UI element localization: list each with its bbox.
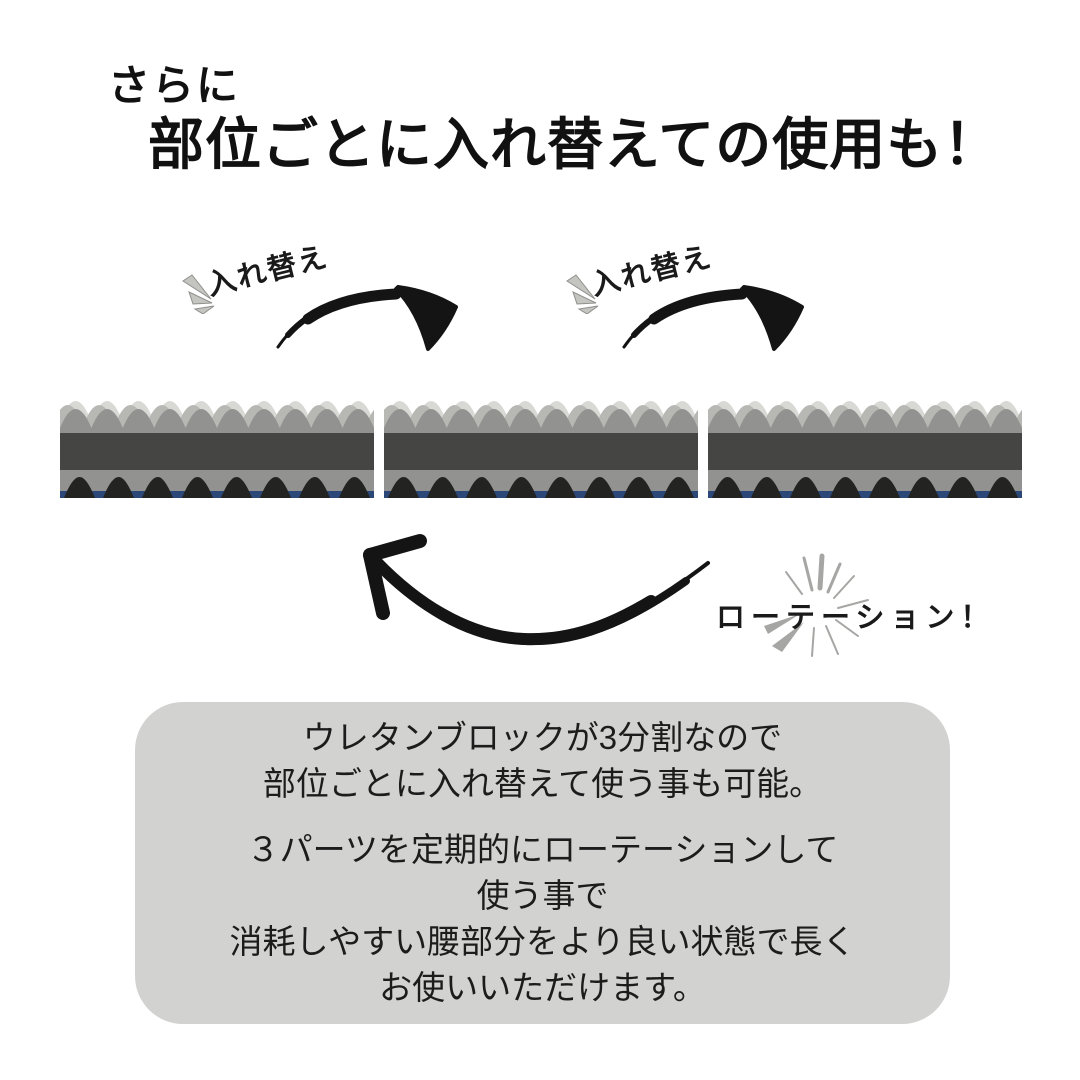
info-line: ３パーツを定期的にローテーションして — [246, 831, 839, 868]
burst-rays-icon — [182, 274, 215, 314]
mattress-block-photo-1 — [60, 391, 374, 499]
header-eyebrow: さらに — [108, 62, 241, 109]
swap-arrow-icon — [622, 285, 804, 351]
rotation-arrow-icon — [363, 534, 710, 646]
starburst-icon — [764, 553, 869, 657]
info-line: 消耗しやすい腰部分をより良い状態で長く — [229, 923, 856, 960]
swap-arrow-icon — [276, 285, 458, 351]
mattress-foam-illustration — [708, 401, 1022, 498]
info-line: お使いいただけます。 — [379, 969, 706, 1006]
page-title: 部位ごとに入れ替えての使用も！ — [148, 113, 1001, 176]
info-line: 部位ごとに入れ替えて使う事も可能。 — [262, 765, 823, 802]
info-line: 使う事で — [476, 877, 609, 914]
info-paragraph-1: ウレタンブロックが3分割なので 部位ごとに入れ替えて使う事も可能。 — [263, 715, 822, 807]
info-paragraph-2: ３パーツを定期的にローテーションして 使う事で 消耗しやすい腰部分をより良い状態… — [229, 827, 855, 1011]
mattress-foam-illustration — [384, 401, 698, 498]
rotation-label: ローテーション！ — [716, 602, 996, 634]
mattress-foam-illustration — [60, 401, 374, 498]
info-line: ウレタンブロックが3分割なので — [302, 719, 783, 756]
mattress-block-photo-3 — [708, 391, 1022, 499]
burst-rays-icon — [566, 274, 599, 314]
mattress-block-photo-2 — [384, 391, 698, 499]
info-box: ウレタンブロックが3分割なので 部位ごとに入れ替えて使う事も可能。 ３パーツを定… — [135, 702, 950, 1024]
